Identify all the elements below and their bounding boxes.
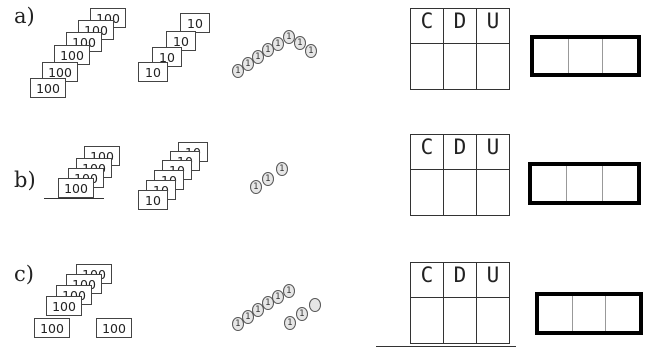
ten-note: 10 xyxy=(138,190,168,210)
answer-slot[interactable] xyxy=(573,296,607,331)
one-coin: 1 xyxy=(283,30,295,44)
cell-centenas[interactable] xyxy=(410,297,444,344)
one-coin: 1 xyxy=(262,296,274,310)
answer-slot[interactable] xyxy=(534,39,569,73)
one-coin: 1 xyxy=(250,180,262,194)
hundred-note: 100 xyxy=(58,178,94,198)
answer-box[interactable] xyxy=(528,162,641,205)
cdu-table: C D U xyxy=(410,134,510,216)
one-coin: 1 xyxy=(276,162,288,176)
header-unidades: U xyxy=(476,262,510,298)
ten-note: 10 xyxy=(180,13,210,33)
answer-box[interactable] xyxy=(535,292,643,335)
cell-decenas[interactable] xyxy=(443,297,477,344)
header-centenas: C xyxy=(410,134,444,170)
answer-slot[interactable] xyxy=(603,39,637,73)
row-label: c) xyxy=(14,262,34,286)
answer-slot[interactable] xyxy=(567,166,603,201)
answer-box[interactable] xyxy=(530,35,641,77)
header-decenas: D xyxy=(443,262,477,298)
header-centenas: C xyxy=(410,8,444,44)
hundred-note: 100 xyxy=(46,296,82,316)
answer-slot[interactable] xyxy=(606,296,639,331)
cell-decenas[interactable] xyxy=(443,169,477,216)
one-coin: 1 xyxy=(262,172,274,186)
one-coin: 1 xyxy=(252,303,264,317)
one-coin: 1 xyxy=(242,310,254,324)
one-coin: 1 xyxy=(305,44,317,58)
answer-slot[interactable] xyxy=(603,166,637,201)
row-label: b) xyxy=(14,168,36,192)
one-coin: 1 xyxy=(242,57,254,71)
cell-centenas[interactable] xyxy=(410,43,444,90)
header-unidades: U xyxy=(476,8,510,44)
one-coin: 1 xyxy=(272,290,284,304)
header-decenas: D xyxy=(443,8,477,44)
baseline-rule xyxy=(44,198,104,199)
hundred-note: 100 xyxy=(34,318,70,338)
header-decenas: D xyxy=(443,134,477,170)
cell-unidades[interactable] xyxy=(476,169,510,216)
one-coin: 1 xyxy=(232,64,244,78)
one-coin: 1 xyxy=(252,50,264,64)
one-coin: 1 xyxy=(262,43,274,57)
baseline-rule xyxy=(376,346,516,347)
header-centenas: C xyxy=(410,262,444,298)
one-coin: 1 xyxy=(272,37,284,51)
cell-centenas[interactable] xyxy=(410,169,444,216)
one-coin: 1 xyxy=(283,284,295,298)
row-label: a) xyxy=(14,4,35,28)
cdu-table: C D U xyxy=(410,8,510,90)
cell-unidades[interactable] xyxy=(476,297,510,344)
hundred-note: 100 xyxy=(30,78,66,98)
answer-slot[interactable] xyxy=(539,296,573,331)
exercise-row-b: b) 100 100 100 100 10 10 10 10 10 10 1 1… xyxy=(0,120,651,230)
one-coin: 1 xyxy=(294,36,306,50)
one-coin xyxy=(309,298,321,312)
one-coin: 1 xyxy=(232,317,244,331)
cell-unidades[interactable] xyxy=(476,43,510,90)
one-coin: 1 xyxy=(284,316,296,330)
cdu-table: C D U xyxy=(410,262,510,344)
ten-note: 10 xyxy=(166,31,196,51)
one-coin: 1 xyxy=(296,307,308,321)
cell-decenas[interactable] xyxy=(443,43,477,90)
exercise-row-c: c) 100 100 100 100 100 100 1 1 1 1 1 1 1… xyxy=(0,240,651,350)
header-unidades: U xyxy=(476,134,510,170)
exercise-row-a: a) 100 100 100 100 100 100 10 10 10 10 1… xyxy=(0,0,651,110)
hundred-note: 100 xyxy=(96,318,132,338)
answer-slot[interactable] xyxy=(569,39,604,73)
ten-note: 10 xyxy=(138,62,168,82)
answer-slot[interactable] xyxy=(532,166,568,201)
